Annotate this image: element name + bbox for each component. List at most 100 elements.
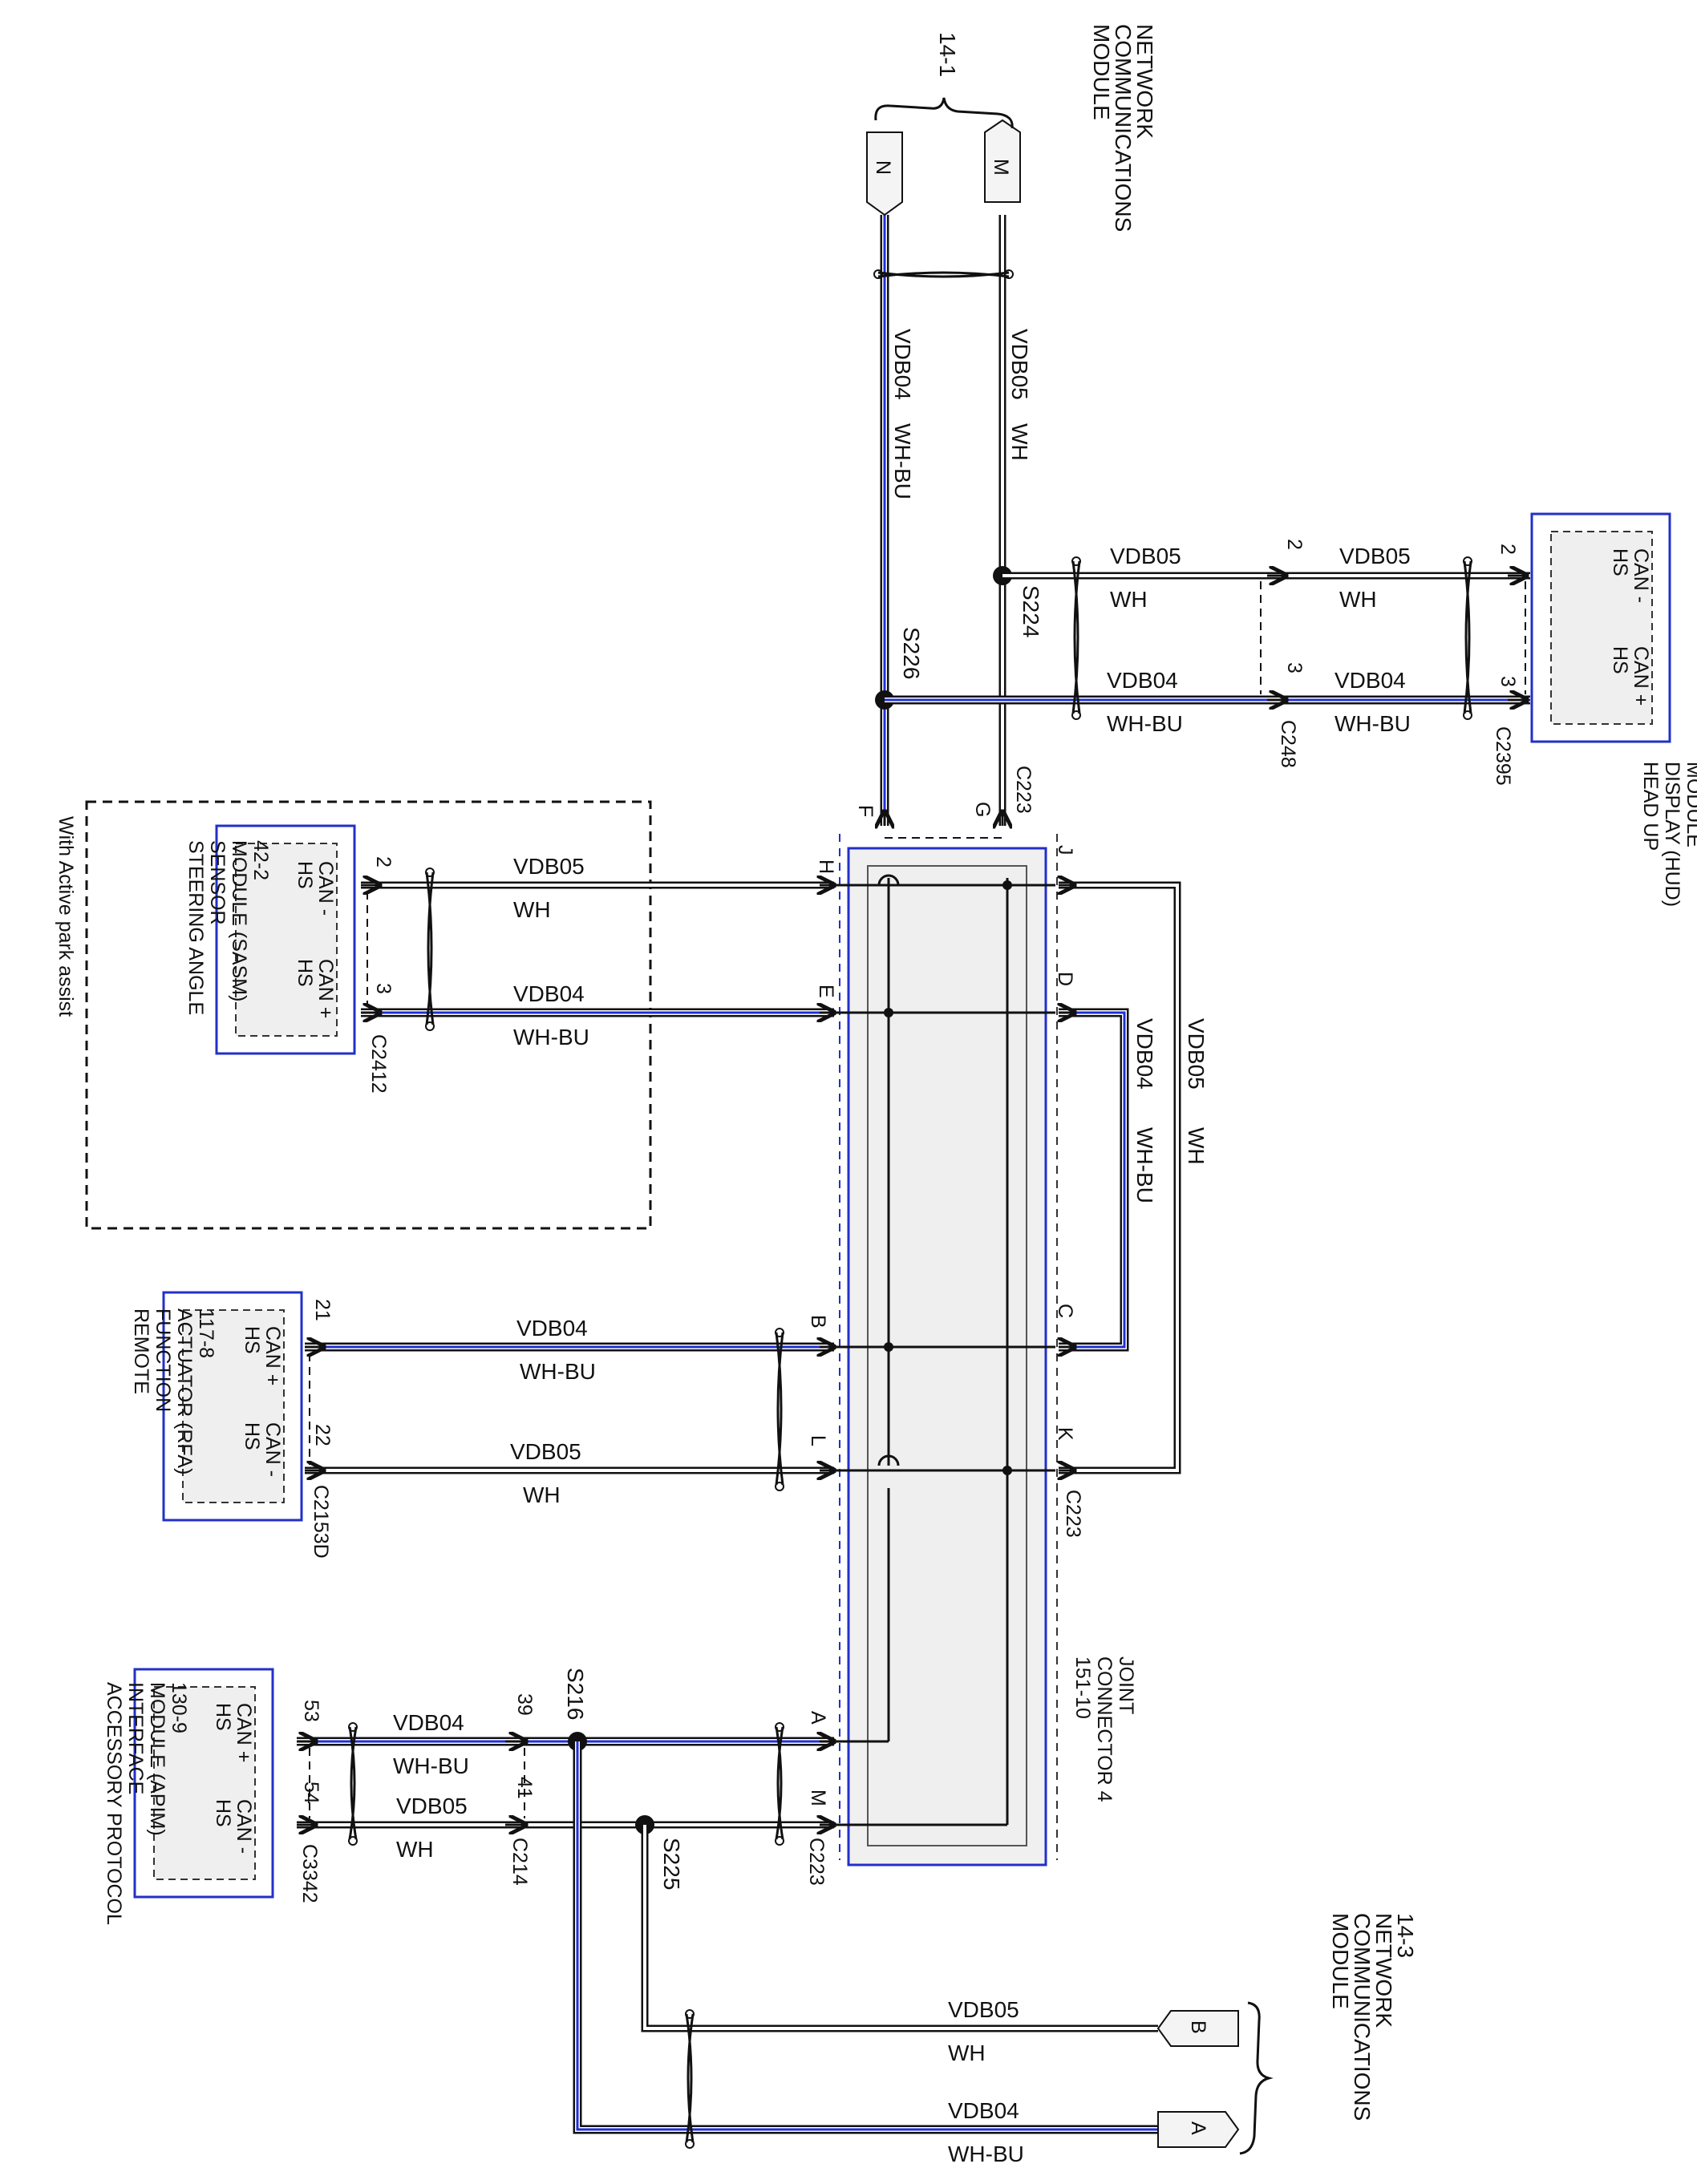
loop-low-circuit: VDB05: [1184, 1018, 1209, 1090]
rfa-name-1: REMOTE: [130, 1308, 152, 1394]
bottom-ref-page: 14-3: [1393, 1913, 1418, 1958]
rfa-name-2: FUNCTION: [152, 1308, 174, 1412]
sasm-name-2: SENSOR: [206, 840, 229, 925]
apim-can-low-1: HS: [212, 1799, 234, 1827]
connector-a-flag: [1157, 2111, 1240, 2148]
sasm-can-high: HS CAN +: [294, 959, 337, 1018]
top-wire-low-color: WH: [1007, 423, 1032, 461]
top-ref-title-2: COMMUNICATIONS: [1111, 24, 1136, 232]
hud-wire1-low-circuit: VDB05: [1110, 544, 1181, 568]
rfa-wire-high-color: WH-BU: [520, 1359, 596, 1384]
c248-pin-3: 3: [1283, 662, 1306, 673]
sasm-module-name: STEERING ANGLE SENSOR MODULE (SASM) 42-2: [184, 840, 272, 1021]
hud-name-1: HEAD UP: [1639, 762, 1662, 851]
rfa-can-low-2: CAN -: [261, 1422, 284, 1477]
rfa-can-high: HS CAN +: [241, 1326, 284, 1385]
loop-high-color: WH-BU: [1132, 1127, 1157, 1203]
sasm-name-3: MODULE (SASM): [228, 840, 250, 1001]
joint-pin-j: J: [1054, 845, 1076, 855]
hud-wire1-high-color: WH-BU: [1107, 711, 1183, 736]
joint-connector-label: JOINT CONNECTOR 4 151-10: [1071, 1656, 1137, 1807]
bottom-wire-low-circuit: VDB05: [948, 1997, 1019, 2022]
connector-b-flag: [1156, 2010, 1239, 2047]
sasm-pin-3: 3: [372, 983, 395, 994]
hud-wire1-high-circuit: VDB04: [1107, 668, 1178, 693]
apim-can-low-2: CAN -: [233, 1799, 255, 1854]
apim-can-high: HS CAN +: [212, 1703, 255, 1762]
splice-s226-label: S226: [899, 627, 924, 679]
apim-can-low: HS CAN -: [212, 1799, 255, 1854]
apim-module-name: ACCESSORY PROTOCOL INTERFACE MODULE (API…: [103, 1682, 190, 1930]
c214-pin-41: 41: [513, 1777, 536, 1799]
hud-pin-2: 2: [1497, 544, 1519, 555]
hud-can-low-2: CAN -: [1630, 548, 1652, 603]
rfa-pin-21: 21: [311, 1299, 334, 1321]
connector-c223-right: C223: [1062, 1490, 1084, 1538]
hud-wire2-low-color: WH: [1339, 587, 1377, 612]
rfa-can-low: HS CAN -: [241, 1422, 284, 1477]
bottom-ref-title: MODULE COMMUNICATIONS NETWORK 14-3: [1328, 1913, 1418, 2127]
joint-pin-e: E: [815, 985, 837, 998]
apim-name-3: MODULE (APIM): [146, 1682, 168, 1836]
hud-module-name: HEAD UP DISPLAY (HUD) MODULE 136-1: [1639, 762, 1697, 912]
top-wire-low-circuit: VDB05: [1007, 329, 1032, 400]
hud-branch: VDB05 WH VDB04 WH-BU VDB05 WH VDB04 WH-B…: [885, 512, 1697, 912]
sasm-name-1: STEERING ANGLE: [184, 840, 207, 1015]
connector-n-flag: [866, 131, 903, 216]
hud-can-low: HS CAN -: [1609, 548, 1652, 603]
apim-name-2: INTERFACE: [124, 1682, 147, 1794]
splice-s224-label: S224: [1019, 585, 1043, 637]
connector-n-label: N: [872, 160, 894, 175]
bottom-ref-title-2: COMMUNICATIONS: [1350, 1913, 1375, 2121]
rfa-branch: VDB04 WH-BU VDB05 WH B L 21 22 C2153D HS…: [130, 1291, 834, 1559]
apim-pin-53: 53: [300, 1700, 322, 1722]
hud-can-high: HS CAN +: [1609, 646, 1652, 706]
rfa-can-low-1: HS: [241, 1422, 263, 1450]
connector-c223-top: C223: [1012, 766, 1035, 814]
apim-wire-low-color: WH: [396, 1837, 434, 1862]
joint-label-line2: CONNECTOR 4: [1093, 1656, 1116, 1802]
joint-pin-h: H: [815, 859, 837, 874]
loop-high-circuit: VDB04: [1132, 1018, 1157, 1090]
hud-can-high-2: CAN +: [1630, 646, 1652, 706]
top-ref-title-3: NETWORK: [1132, 24, 1157, 139]
c248-pin-2: 2: [1283, 539, 1306, 550]
joint-pin-m: M: [807, 1790, 829, 1806]
hud-can-high-1: HS: [1609, 646, 1631, 674]
hud-wire2-high-color: WH-BU: [1335, 711, 1411, 736]
apim-can-high-2: CAN +: [233, 1703, 255, 1762]
connector-c2153d: C2153D: [310, 1485, 332, 1559]
top-wire-high-circuit: VDB04: [890, 329, 915, 400]
joint-pin-l: L: [807, 1435, 829, 1446]
hud-name-3: MODULE: [1683, 762, 1697, 847]
loop-low-color: WH: [1184, 1127, 1209, 1165]
joint-pin-a: A: [807, 1711, 829, 1725]
sasm-can-low-2: CAN -: [314, 861, 337, 916]
sasm-wire-low-circuit: VDB05: [513, 854, 585, 879]
sasm-wire-high-circuit: VDB04: [513, 981, 585, 1006]
connector-a-label: A: [1187, 2121, 1209, 2135]
connector-c3342: C3342: [298, 1844, 321, 1903]
connector-m-flag: [984, 119, 1021, 203]
joint-pin-c: C: [1054, 1304, 1076, 1318]
rfa-name-3: ACTUATOR (RFA): [173, 1308, 196, 1474]
bottom-ref-title-3: NETWORK: [1371, 1913, 1396, 2028]
rfa-wire-low-circuit: VDB05: [510, 1439, 581, 1464]
sasm-branch: VDB05 WH VDB04 WH-BU H E 2 3 C2412 HS CA…: [55, 800, 837, 1230]
joint-pin-g: G: [971, 802, 994, 817]
top-ref-title-1: MODULE: [1089, 24, 1114, 120]
hud-wire2-low-circuit: VDB05: [1339, 544, 1411, 568]
apim-name-1: ACCESSORY PROTOCOL: [103, 1682, 125, 1925]
connector-c2412: C2412: [367, 1034, 390, 1094]
top-ref-page: 14-1: [935, 32, 960, 77]
sasm-can-low-1: HS: [294, 861, 316, 889]
top-wire-high-color: WH-BU: [890, 423, 915, 499]
sasm-wire-high-color: WH-BU: [513, 1025, 589, 1050]
apim-name-4: 130-9: [168, 1682, 190, 1733]
hud-name-2: DISPLAY (HUD): [1661, 762, 1683, 907]
apim-can-high-1: HS: [212, 1703, 234, 1731]
connector-c223-bottom: C223: [805, 1838, 828, 1886]
splice-s225-label: S225: [659, 1838, 684, 1890]
rfa-wire-low-color: WH: [523, 1482, 561, 1507]
